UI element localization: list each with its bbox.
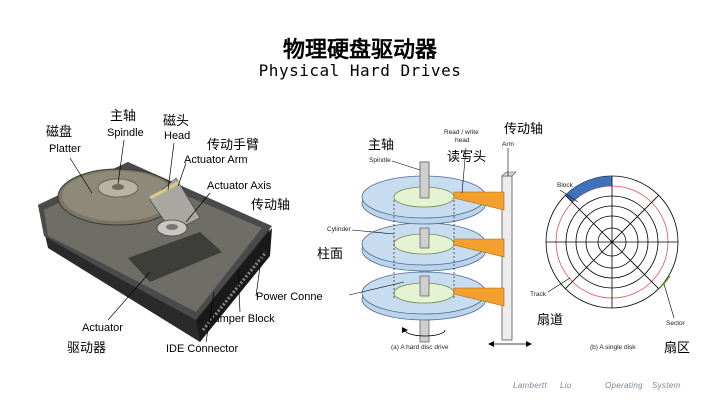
label-rw-head-en-2: head — [455, 137, 470, 144]
head-arm — [149, 180, 181, 200]
rotation-arrow — [404, 329, 446, 337]
label-actuator-arm-en: Actuator Arm — [184, 154, 248, 166]
label-actuator-axis-cn: 传动轴 — [251, 198, 291, 213]
leader-lines-left — [69, 139, 263, 343]
label-cylinder-en: Cylinder — [327, 226, 351, 233]
label-actuator-cn: 驱动器 — [67, 341, 107, 356]
footer-course-2: System — [652, 381, 681, 390]
label-platter-cn: 磁盘 — [46, 125, 73, 140]
actuator-axis-center — [166, 224, 178, 230]
label-cylinder-cn: 柱面 — [317, 247, 344, 262]
label-sector-en: Sector — [666, 320, 685, 327]
label-track-cn: 扇道 — [537, 313, 564, 328]
connector-pins — [201, 251, 268, 331]
slide-title-en: Physical Hard Drives — [258, 61, 462, 80]
block-highlight — [565, 175, 612, 203]
label-track-en: Track — [530, 291, 547, 298]
leader-lines-right — [547, 189, 675, 319]
label-rw-head-cn: 读写头 — [447, 150, 487, 165]
label-power-connector: Power Conne — [256, 291, 323, 303]
label-rw-head-en-1: Read / write — [444, 129, 479, 136]
label-actuator-arm-cn: 传动手臂 — [207, 138, 260, 153]
label-head-cn: 磁头 — [163, 114, 190, 129]
label-jumper-block: Jumper Block — [208, 313, 275, 325]
footer-author-2: Liu — [560, 381, 572, 390]
cylinder-lines — [393, 200, 455, 298]
label-actuator-en: Actuator — [82, 322, 123, 334]
label-sector-cn: 扇区 — [664, 341, 691, 356]
label-actuator-axis-en: Actuator Axis — [207, 180, 272, 192]
caption-hdd: (a) A hard disc drive — [391, 344, 449, 351]
label-spindle-en: Spindle — [107, 127, 144, 139]
actuator-magnet — [128, 232, 222, 282]
footer-author-1: Lambertt — [513, 381, 547, 390]
slide-title-cn: 物理硬盘驱动器 — [282, 37, 437, 63]
label-arm-cn: 传动轴 — [504, 122, 544, 137]
label-ide-connector: IDE Connector — [166, 343, 239, 355]
label-spindle-middle-cn: 主轴 — [368, 138, 395, 153]
spindle-center — [112, 184, 124, 190]
label-spindle-cn: 主轴 — [110, 109, 137, 124]
label-platter-en: Platter — [49, 143, 81, 155]
disk-spokes — [546, 176, 678, 308]
label-block-en: Block — [557, 182, 573, 189]
read-write-heads — [453, 191, 505, 307]
caption-single-disk: (b) A single disk — [590, 344, 636, 351]
label-head-en: Head — [164, 130, 191, 142]
label-arm-en: Arm — [502, 141, 514, 148]
leader-lines-middle — [348, 147, 509, 296]
label-spindle-middle-en: Spindle — [369, 157, 391, 164]
sector-arc — [659, 275, 671, 289]
footer-course-1: Operating — [605, 381, 643, 390]
